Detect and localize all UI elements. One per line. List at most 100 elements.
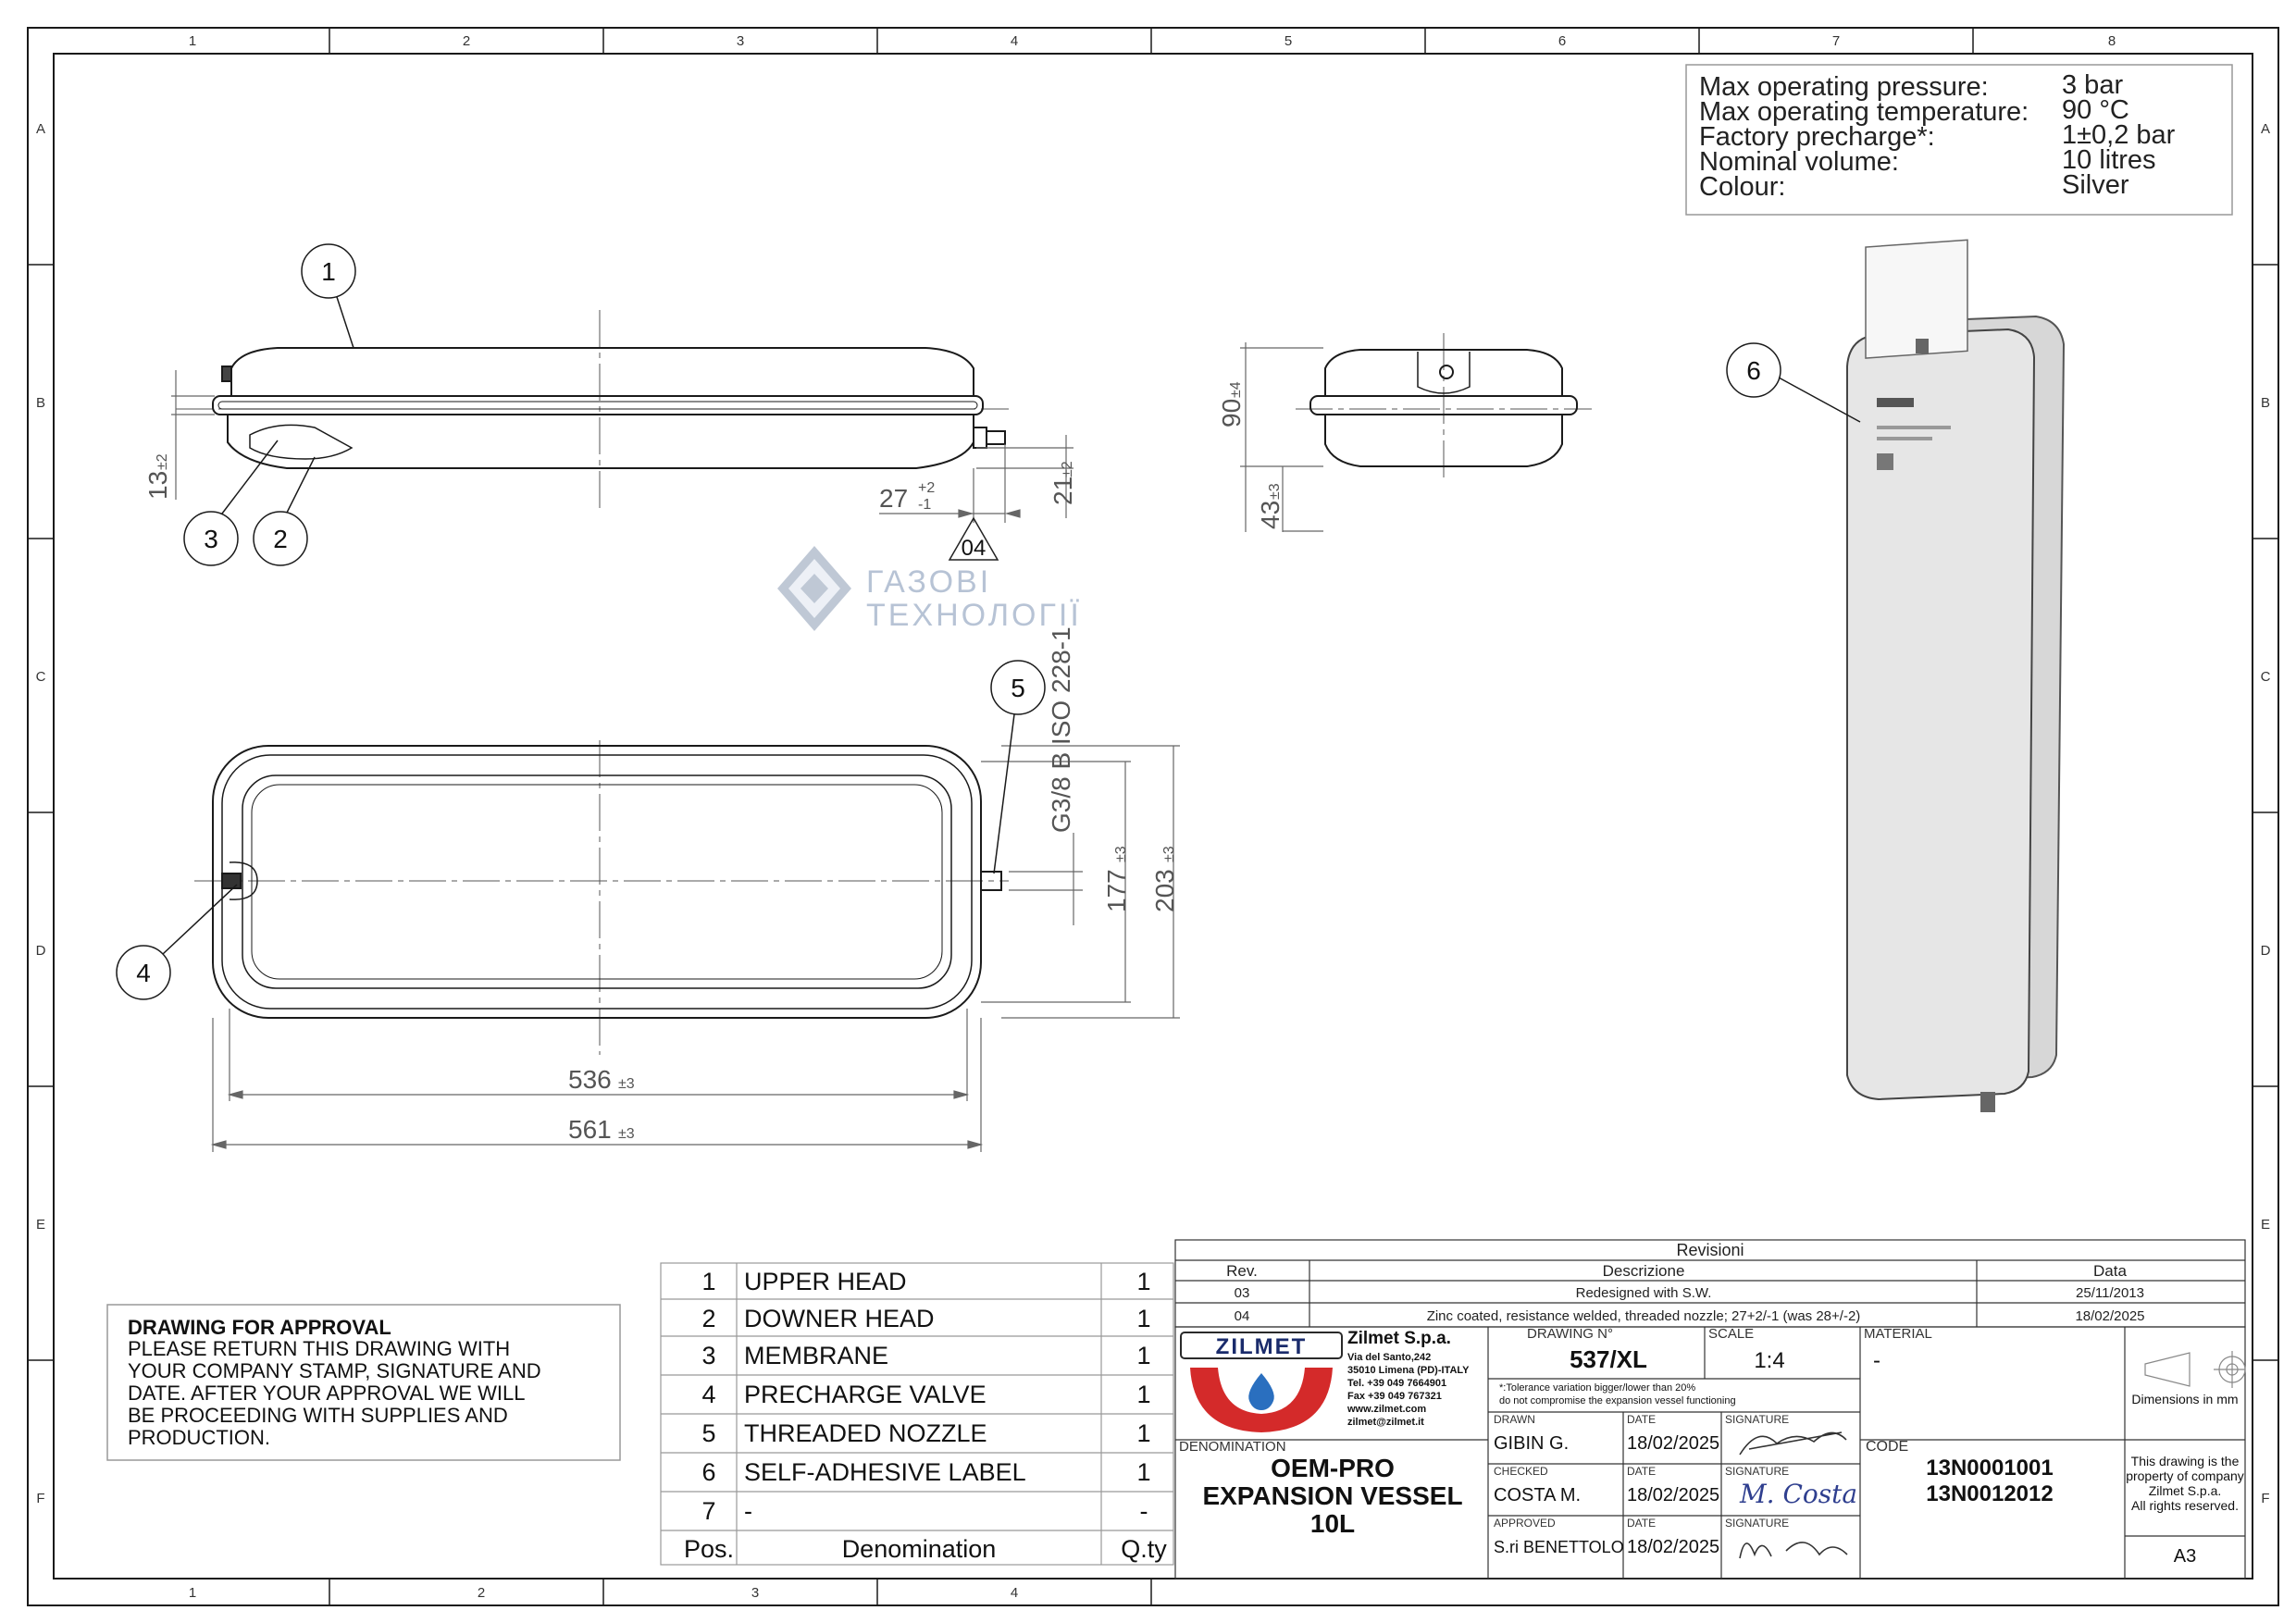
part-pos: 6 xyxy=(701,1458,715,1486)
approval-line: DATE. AFTER YOUR APPROVAL WE WILL xyxy=(128,1381,526,1405)
spec-value: 1±0,2 bar xyxy=(2062,120,2176,150)
signature-marks xyxy=(1739,1431,1848,1559)
balloons-front xyxy=(183,243,356,566)
property-note: This drawing is the xyxy=(2131,1454,2240,1468)
inner-frame xyxy=(53,53,2253,1580)
thread-spec: G3/8 B ISO 228-1 xyxy=(1047,626,1075,833)
iso-view xyxy=(1846,239,2066,1112)
spec-label: Factory precharge*: xyxy=(1699,122,1935,152)
company-info: Zilmet S.p.a. Via del Santo,242 35010 Li… xyxy=(1347,1329,1470,1428)
parts-header-qty: Q.ty xyxy=(1121,1535,1167,1563)
parts-table xyxy=(660,1262,1174,1566)
rev-desc: Zinc coated, resistance welded, threaded… xyxy=(1427,1308,1861,1324)
sheet-format: A3 xyxy=(2174,1546,2196,1567)
company-address: Via del Santo,242 xyxy=(1347,1352,1431,1363)
title-block-fields: DRAWING N° 537/XL SCALE 1:4 MATERIAL - *… xyxy=(1179,1326,2244,1567)
watermark-line-1: ГАЗОВІ xyxy=(866,564,991,600)
col-label: 4 xyxy=(1011,1585,1018,1601)
row-label: C xyxy=(36,669,46,685)
company-address: 35010 Limena (PD)-ITALY xyxy=(1347,1365,1470,1376)
date-label: DATE xyxy=(1627,1517,1656,1530)
denomination-line: 10L xyxy=(1310,1509,1355,1538)
top-view-dim-text: 203 ±3 177 ±3 G3/8 B ISO 228-1 536 ±3 56… xyxy=(568,626,1179,1144)
title-block-grid xyxy=(1174,1326,2246,1580)
part-name: DOWNER HEAD xyxy=(744,1305,935,1332)
part-name: PRECHARGE VALVE xyxy=(744,1381,987,1408)
row-label: E xyxy=(36,1217,45,1233)
part-name: THREADED NOZZLE xyxy=(744,1419,987,1447)
approval-title: DRAWING FOR APPROVAL xyxy=(128,1316,391,1339)
dim-13: 13 xyxy=(143,471,172,500)
part-qty: 1 xyxy=(1136,1381,1150,1408)
row-label: B xyxy=(2261,395,2270,411)
part-name: MEMBRANE xyxy=(744,1342,888,1369)
rev-header-rev: Rev. xyxy=(1226,1262,1258,1280)
row-label: F xyxy=(36,1491,44,1506)
denomination-line: EXPANSION VESSEL xyxy=(1202,1481,1462,1510)
drawn-label: DRAWN xyxy=(1494,1413,1535,1426)
spec-value: Silver xyxy=(2062,170,2129,200)
top-view xyxy=(194,740,1009,1055)
company-fax: Fax +39 049 767321 xyxy=(1347,1391,1442,1402)
rev-desc: Redesigned with S.W. xyxy=(1576,1285,1712,1301)
balloon-5-label: 5 xyxy=(1011,674,1025,702)
parts-header-pos: Pos. xyxy=(684,1535,734,1563)
dim-203: 203 xyxy=(1150,869,1179,912)
product-label xyxy=(1865,239,1968,359)
col-label: 1 xyxy=(189,33,196,49)
spec-label: Nominal volume: xyxy=(1699,147,1899,177)
col-label: 6 xyxy=(1558,33,1566,49)
dim-90-tol: ±4 xyxy=(1228,381,1244,398)
row-label: D xyxy=(36,943,46,959)
row-label: B xyxy=(36,395,45,411)
col-label: 3 xyxy=(751,1585,759,1601)
dim-90: 90 xyxy=(1217,399,1246,427)
balloon-3 xyxy=(183,511,239,566)
checked-signature: M. Costa xyxy=(1739,1479,1857,1509)
date-label: DATE xyxy=(1627,1465,1656,1478)
front-view-dimensions xyxy=(171,370,1074,561)
signature-label: SIGNATURE xyxy=(1725,1413,1789,1426)
row-label: F xyxy=(2261,1491,2269,1506)
dim-561-tol: ±3 xyxy=(618,1126,635,1142)
revision-text: Revisioni Rev. Descrizione Data 03 Redes… xyxy=(1226,1241,2144,1324)
side-view-dim-text: 90 ±4 43 ±3 xyxy=(1217,381,1285,529)
company-web: www.zilmet.com xyxy=(1347,1404,1426,1415)
balloon-4-label: 4 xyxy=(136,959,151,987)
spec-label: Colour: xyxy=(1699,172,1786,202)
row-label: A xyxy=(36,121,45,137)
balloon-2 xyxy=(253,511,308,566)
checked-date: 18/02/2025 xyxy=(1627,1485,1719,1505)
col-label: 7 xyxy=(1832,33,1840,49)
col-label: 2 xyxy=(478,1585,485,1601)
col-label: 8 xyxy=(2108,33,2116,49)
rev-date: 25/11/2013 xyxy=(2076,1285,2144,1301)
watermark: ГАЗОВІ ТЕХНОЛОГІЇ xyxy=(777,546,1079,633)
dim-21-tol: ±2 xyxy=(1060,461,1075,477)
revision-marker: 04 xyxy=(962,536,987,561)
approval-box xyxy=(106,1304,621,1461)
approval-line: BE PROCEEDING WITH SUPPLIES AND xyxy=(128,1404,508,1427)
company-name: Zilmet S.p.a. xyxy=(1347,1329,1451,1348)
company-phone: Tel. +39 049 7664901 xyxy=(1347,1378,1446,1389)
part-qty: 1 xyxy=(1136,1419,1150,1447)
drawn-by: GIBIN G. xyxy=(1494,1433,1569,1454)
checked-label: CHECKED xyxy=(1494,1465,1548,1478)
code-value: 13N0012012 xyxy=(1926,1481,2053,1506)
part-pos: 3 xyxy=(701,1342,715,1369)
spec-label: Max operating pressure: xyxy=(1699,72,1989,102)
front-view-dim-text: 13 ±2 27 +2 -1 21 ±2 04 xyxy=(143,453,1077,561)
part-name: - xyxy=(744,1497,752,1525)
dim-536: 536 xyxy=(568,1065,612,1094)
part-pos: 4 xyxy=(701,1381,715,1408)
code-value: 13N0001001 xyxy=(1926,1456,2053,1481)
row-label: D xyxy=(2261,943,2271,959)
part-name: SELF-ADHESIVE LABEL xyxy=(744,1458,1026,1486)
balloon-3-label: 3 xyxy=(204,525,218,553)
spec-value: 10 litres xyxy=(2062,145,2156,175)
dim-561: 561 xyxy=(568,1115,612,1144)
part-qty: 1 xyxy=(1136,1268,1150,1295)
dim-21: 21 xyxy=(1049,477,1077,505)
balloon-labels-front: 1 3 2 xyxy=(204,257,336,553)
